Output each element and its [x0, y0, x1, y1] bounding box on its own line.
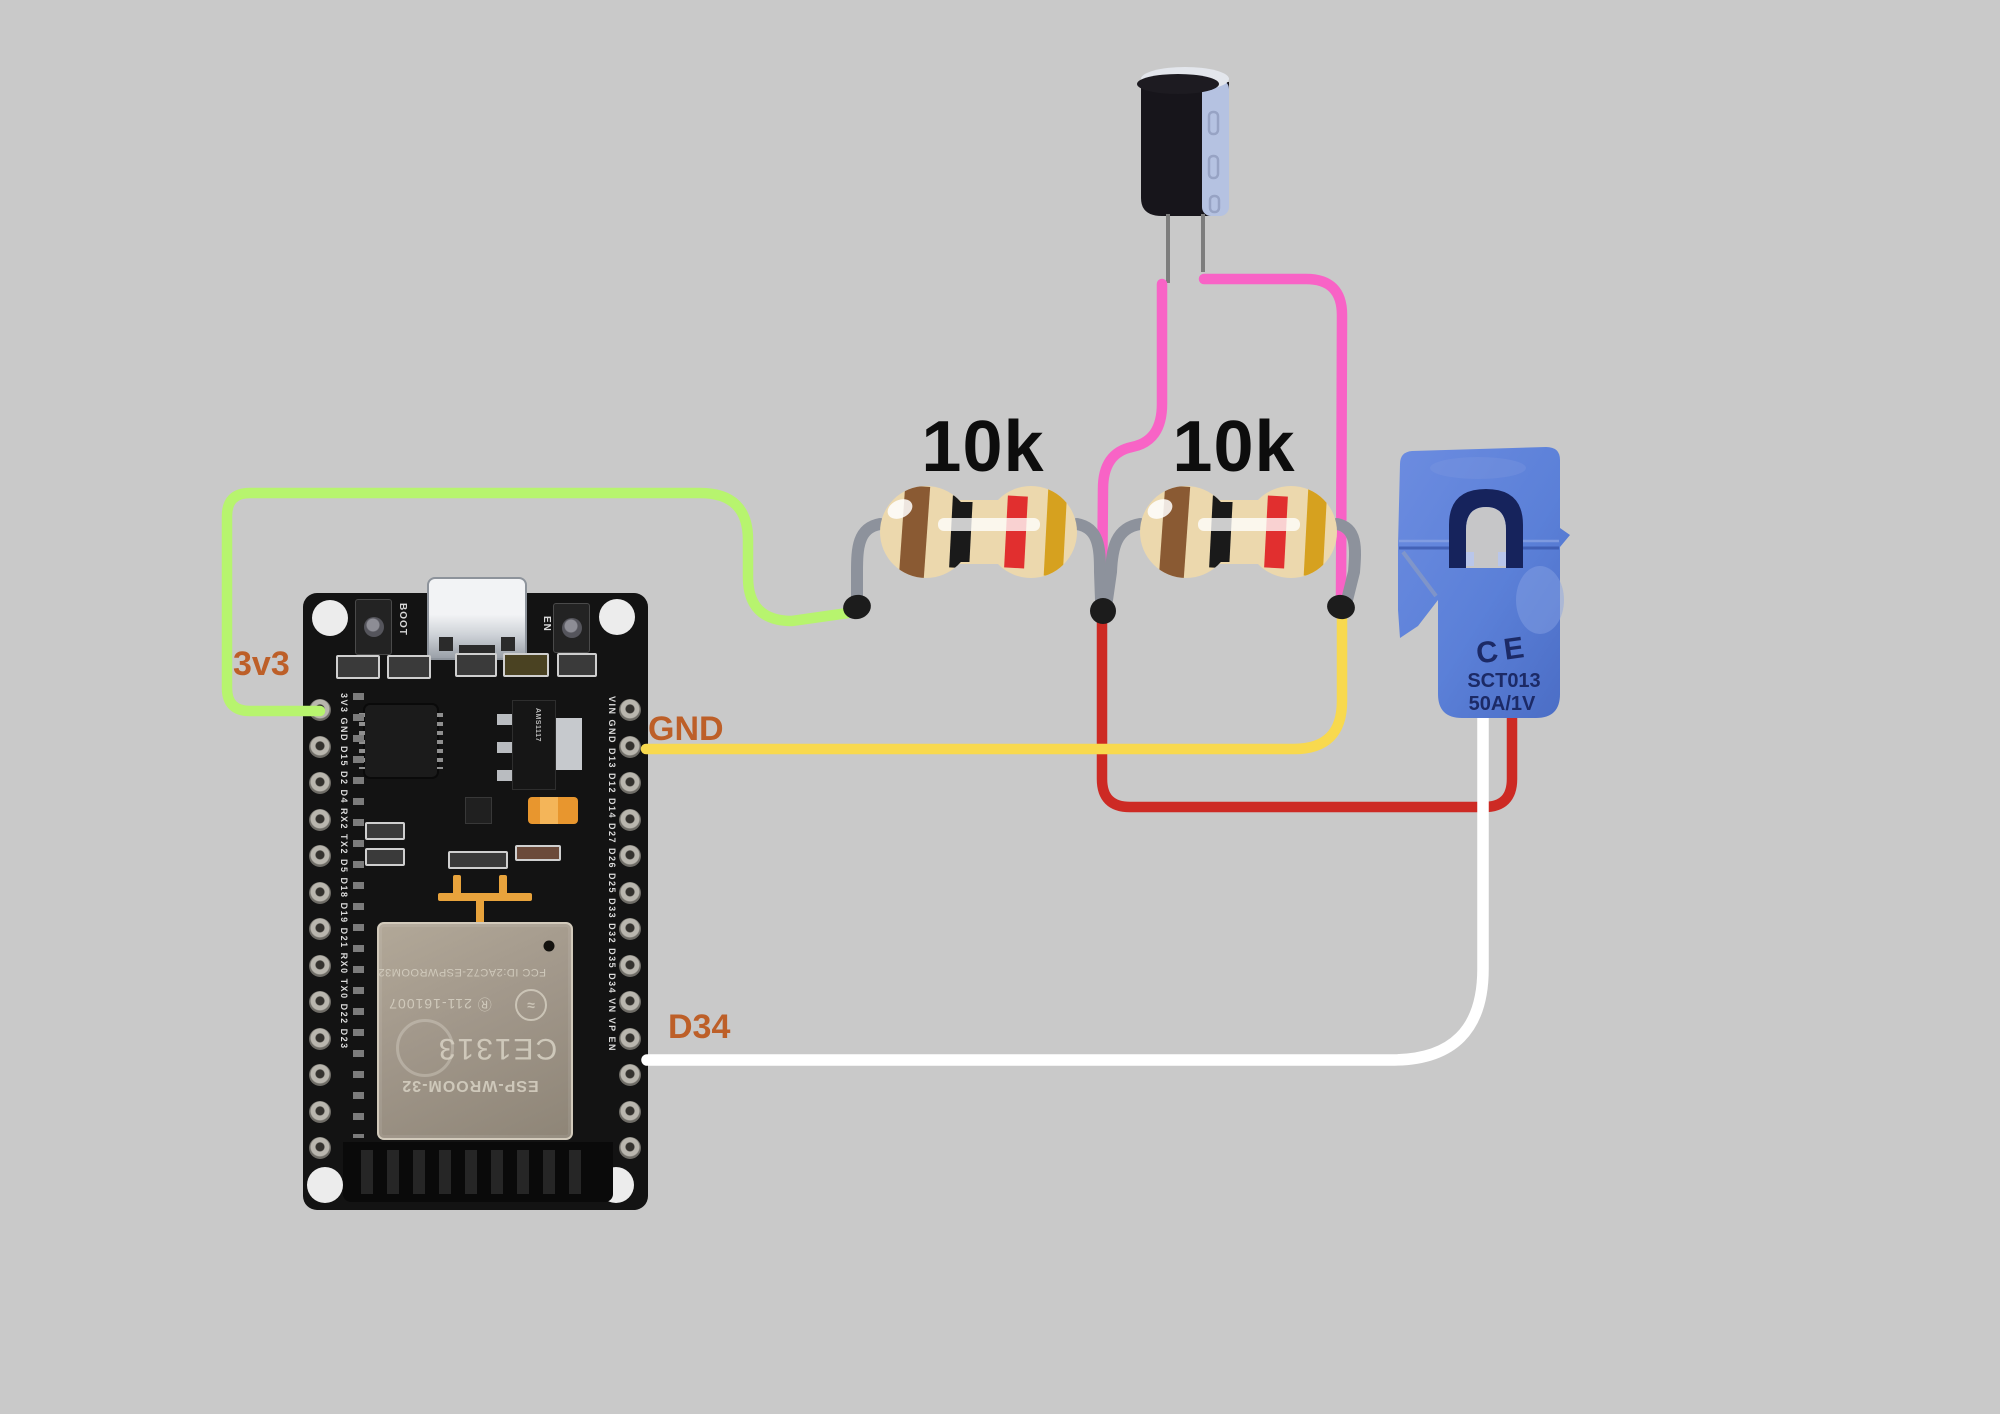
sot23-transistor: [465, 797, 492, 824]
pin-hole: [619, 772, 641, 794]
smd-part: [365, 822, 405, 840]
sensor-ce-mark: CE: [1474, 630, 1532, 670]
smd-part: [455, 653, 497, 677]
gold-trace: [499, 875, 507, 897]
mount-hole: [307, 1167, 343, 1203]
label-d34: D34: [668, 1008, 731, 1046]
cert-logo: ≈: [515, 989, 547, 1021]
pin-hole: [309, 735, 331, 758]
sensor-model: SCT013: [1467, 670, 1540, 692]
pink-wire-left: [1096, 278, 1168, 608]
micro-usb-connector: [427, 577, 527, 660]
gold-trace: [453, 875, 461, 897]
resistor-10k-1: [880, 485, 1077, 579]
sensor-rating: 50A/1V: [1469, 693, 1536, 715]
pin-hole: [619, 845, 641, 867]
smd-part: [557, 653, 597, 677]
pink-wire-right: [1198, 273, 1348, 608]
antenna-region: [343, 1142, 613, 1202]
pin-hole: [309, 772, 331, 794]
smd-part: [448, 851, 508, 869]
boot-button: [355, 599, 392, 655]
logo-watermark: [396, 1019, 454, 1077]
regulator-leg: [497, 742, 512, 753]
esp32-devkit-board: 3V3 GND D15 D2 D4 RX2 TX2 D5 D18 D19 D21…: [303, 577, 648, 1210]
mount-hole: [599, 599, 635, 635]
resistor-10k-2: [1140, 485, 1337, 579]
module-pin1-dot: [543, 940, 555, 952]
regulator-leg: [497, 770, 512, 781]
red-wire: [1096, 606, 1518, 813]
pin-hole: [619, 1027, 641, 1050]
pin-hole: [619, 954, 641, 977]
smd-part: [336, 655, 380, 679]
smd-part: [387, 655, 431, 679]
pin-hole: [309, 954, 331, 977]
smd-part: [365, 848, 405, 866]
junction-dots: [843, 594, 1355, 624]
pin-hole: [619, 735, 641, 758]
smd-led: [503, 653, 549, 677]
pin-hole: [619, 881, 641, 904]
electrolytic-capacitor: [1137, 67, 1229, 283]
resistor-leads: [851, 518, 1361, 606]
label-resistor2-value: 10k: [1172, 407, 1296, 487]
pin-hole: [309, 991, 331, 1013]
label-3v3: 3v3: [233, 645, 290, 683]
pin-hole: [309, 808, 331, 831]
gold-trace: [438, 893, 532, 901]
yellow-wire-gnd: [640, 610, 1348, 755]
pin-hole: [619, 918, 641, 940]
pin-hole: [309, 881, 331, 904]
pin-hole: [309, 1064, 331, 1086]
tantalum-capacitor: [528, 797, 578, 824]
green-wire-3v3: [221, 487, 854, 717]
label-gnd: GND: [648, 710, 724, 748]
pin-hole: [309, 1027, 331, 1050]
pin-hole: [619, 1064, 641, 1086]
pcb-pads: [353, 693, 364, 1138]
en-button: [553, 603, 590, 653]
white-wire-d34: [641, 706, 1489, 1066]
regulator-leg: [497, 714, 512, 725]
pin-hole: [309, 1137, 331, 1159]
pin-hole: [309, 1100, 331, 1123]
pin-hole: [619, 1137, 641, 1159]
pin-hole: [309, 845, 331, 867]
voltage-regulator: [512, 700, 556, 790]
pin-hole: [619, 808, 641, 831]
label-resistor1-value: 10k: [921, 407, 1045, 487]
mount-hole: [312, 600, 348, 636]
smd-part: [515, 845, 561, 861]
sct013-sensor: CE SCT013 50A/1V: [1398, 447, 1570, 718]
pin-hole: [619, 991, 641, 1013]
pin-hole: [309, 918, 331, 940]
regulator-tab: [556, 718, 582, 770]
pin-hole: [619, 699, 641, 721]
gold-trace: [476, 899, 484, 925]
pin-hole: [619, 1100, 641, 1123]
